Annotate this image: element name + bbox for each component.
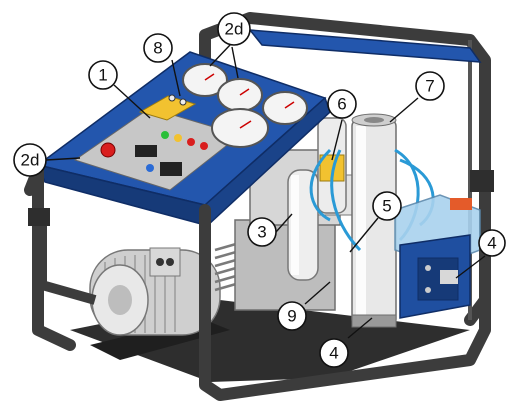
leader-3 bbox=[275, 213, 293, 233]
callout-5: 5 bbox=[372, 191, 402, 221]
callout-4-right-label: 4 bbox=[487, 234, 496, 253]
callout-8: 8 bbox=[143, 33, 173, 63]
leader-2d-top-b bbox=[231, 46, 239, 79]
callout-9: 9 bbox=[277, 301, 307, 331]
callout-2d-top-label: 2d bbox=[225, 20, 244, 39]
callout-8-label: 8 bbox=[153, 39, 162, 58]
leader-7 bbox=[389, 97, 419, 123]
callout-2d-top: 2d bbox=[217, 12, 251, 46]
leader-1 bbox=[113, 84, 151, 119]
leader-2d-top-a bbox=[209, 44, 231, 67]
filter-cylinder-left bbox=[287, 169, 319, 281]
electric-motor bbox=[89, 247, 221, 336]
frame-clamp-left bbox=[28, 208, 50, 226]
callout-4-right: 4 bbox=[478, 229, 506, 257]
callout-9-label: 9 bbox=[287, 307, 296, 326]
callout-2d-left: 2d bbox=[13, 143, 47, 177]
callout-6: 6 bbox=[327, 89, 357, 119]
callout-5-label: 5 bbox=[382, 197, 391, 216]
leader-9 bbox=[304, 281, 331, 305]
control-box bbox=[399, 234, 471, 319]
callout-4-bottom-label: 4 bbox=[329, 344, 338, 363]
leader-4-right bbox=[455, 255, 486, 279]
callout-4-bottom: 4 bbox=[319, 338, 349, 368]
callout-3: 3 bbox=[247, 217, 277, 247]
motor-bracket bbox=[37, 215, 97, 305]
callout-6-label: 6 bbox=[337, 95, 346, 114]
callout-1-label: 1 bbox=[98, 66, 107, 85]
leader-4-bottom bbox=[347, 317, 373, 339]
leader-6 bbox=[331, 119, 343, 161]
frame-clamp-right bbox=[470, 170, 494, 192]
callout-7-label: 7 bbox=[425, 77, 434, 96]
leader-8 bbox=[171, 59, 181, 97]
callout-7: 7 bbox=[415, 71, 445, 101]
pressure-gauges bbox=[168, 63, 308, 148]
callout-1: 1 bbox=[88, 60, 118, 90]
callout-3-label: 3 bbox=[257, 223, 266, 242]
leader-2d-left bbox=[45, 157, 81, 161]
top-handle bbox=[248, 29, 482, 63]
callout-2d-left-label: 2d bbox=[21, 151, 40, 170]
leader-5 bbox=[349, 217, 379, 253]
